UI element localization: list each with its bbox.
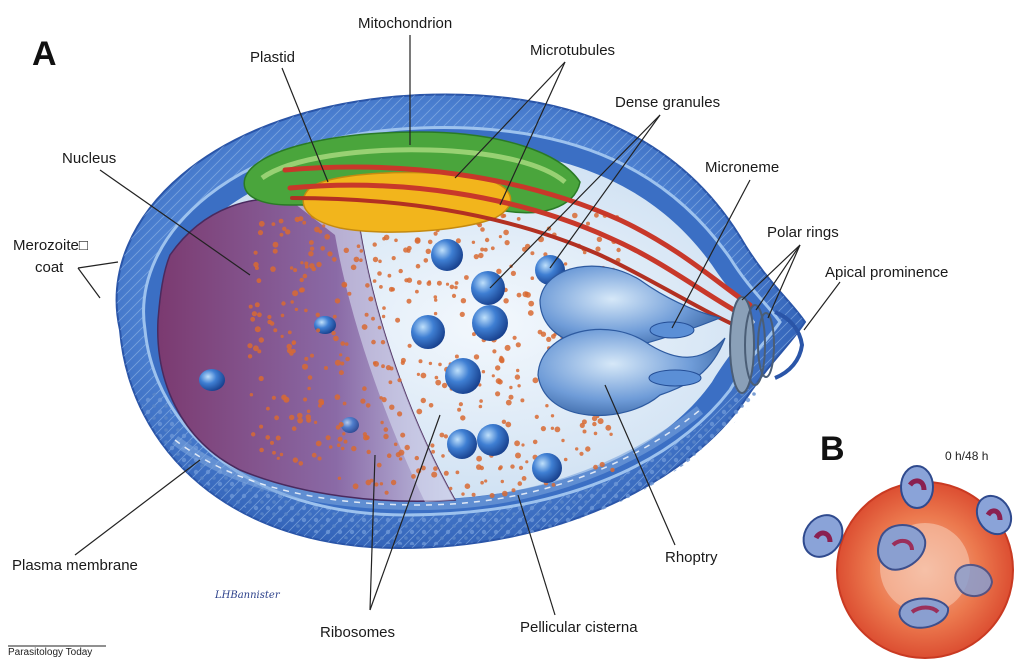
label-microtubules: Microtubules [530,42,615,59]
label-microneme: Microneme [705,159,779,176]
label-apical-prominence: Apical prominence [825,264,948,281]
label-polar-rings: Polar rings [767,224,839,241]
label-merozoite-coat-line2: coat [35,259,64,276]
label-mitochondrion: Mitochondrion [358,15,452,32]
label-plasma-membrane: Plasma membrane [12,557,138,574]
plastid [303,173,510,233]
label-dense-granules: Dense granules [615,94,720,111]
merozoite-cell [117,94,805,548]
label-nucleus: Nucleus [62,150,116,167]
panel-label-a: A [32,35,57,73]
artist-signature: LHBannister [214,590,281,601]
free-merozoite-1 [901,466,933,508]
label-plastid: Plastid [250,49,295,66]
panel-label-b: B [820,430,845,468]
source-credit: Parasitology Today [8,647,92,658]
label-rhoptry: Rhoptry [665,549,718,566]
label-merozoite-coat-line1: Merozoite□ [13,237,88,254]
label-pellicular-cisterna: Pellicular cisterna [520,619,638,636]
time-label: 0 h/48 h [945,449,988,463]
label-ribosomes: Ribosomes [320,624,395,641]
